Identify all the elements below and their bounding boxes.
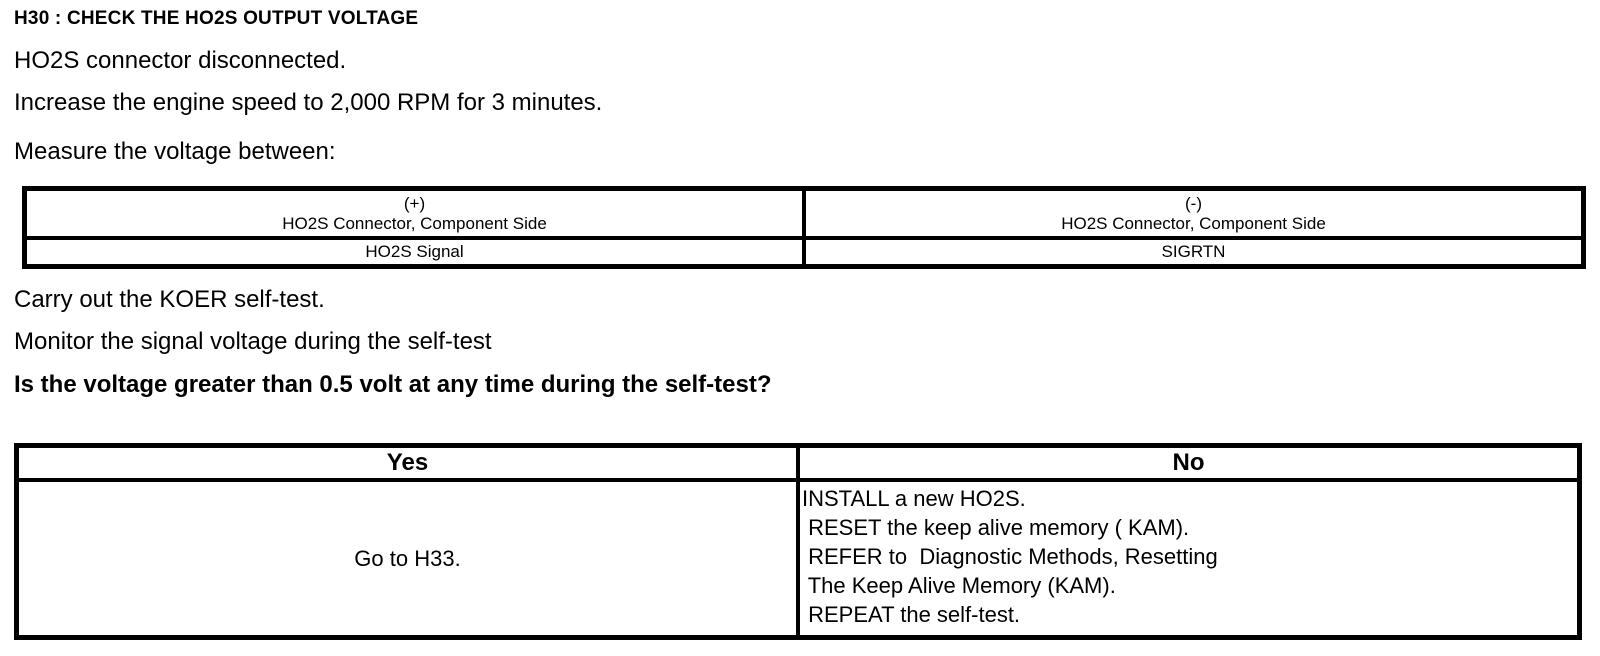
test-step-line-2: Monitor the signal voltage during the se… bbox=[14, 328, 492, 355]
no-action-line-1: INSTALL a new HO2S. bbox=[802, 486, 1026, 511]
positive-polarity-label: (+) bbox=[403, 194, 426, 213]
test-step-line-1: Carry out the KOER self-test. bbox=[14, 286, 325, 313]
instruction-line-2: Increase the engine speed to 2,000 RPM f… bbox=[14, 89, 603, 116]
positive-header-cell: (+) HO2S Connector, Component Side bbox=[22, 186, 806, 240]
measure-table-pin-row: HO2S Signal SIGRTN bbox=[22, 236, 1586, 269]
measure-table-header-row: (+) HO2S Connector, Component Side (-) H… bbox=[22, 186, 1586, 240]
no-header-cell: No bbox=[796, 443, 1582, 482]
positive-pin-cell: HO2S Signal bbox=[22, 236, 806, 269]
measure-table: (+) HO2S Connector, Component Side (-) H… bbox=[22, 186, 1586, 269]
negative-pin-cell: SIGRTN bbox=[802, 236, 1586, 269]
no-action-line-4: The Keep Alive Memory (KAM). bbox=[802, 573, 1116, 598]
no-action-line-3: REFER to Diagnostic Methods, Resetting bbox=[802, 544, 1218, 569]
no-action-line-2: RESET the keep alive memory ( KAM). bbox=[802, 515, 1190, 540]
decision-table-body-row: Go to H33. INSTALL a new HO2S. RESET the… bbox=[14, 478, 1582, 640]
no-action-cell: INSTALL a new HO2S. RESET the keep alive… bbox=[796, 478, 1582, 640]
yes-header-cell: Yes bbox=[14, 443, 800, 482]
decision-table-header-row: Yes No bbox=[14, 443, 1582, 482]
decision-table: Yes No Go to H33. INSTALL a new HO2S. RE… bbox=[14, 443, 1582, 640]
negative-polarity-label: (-) bbox=[1185, 194, 1202, 213]
instruction-line-3: Measure the voltage between: bbox=[14, 138, 336, 165]
no-action-line-5: REPEAT the self-test. bbox=[802, 602, 1021, 627]
yes-action-cell: Go to H33. bbox=[14, 478, 800, 640]
negative-header-cell: (-) HO2S Connector, Component Side bbox=[802, 186, 1586, 240]
decision-question: Is the voltage greater than 0.5 volt at … bbox=[14, 371, 772, 398]
page-title: H30 : CHECK THE HO2S OUTPUT VOLTAGE bbox=[14, 8, 419, 29]
negative-location-label: HO2S Connector, Component Side bbox=[1061, 214, 1326, 233]
document-page: H30 : CHECK THE HO2S OUTPUT VOLTAGE HO2S… bbox=[0, 8, 1600, 656]
positive-location-label: HO2S Connector, Component Side bbox=[282, 214, 547, 233]
instruction-line-1: HO2S connector disconnected. bbox=[14, 47, 347, 74]
